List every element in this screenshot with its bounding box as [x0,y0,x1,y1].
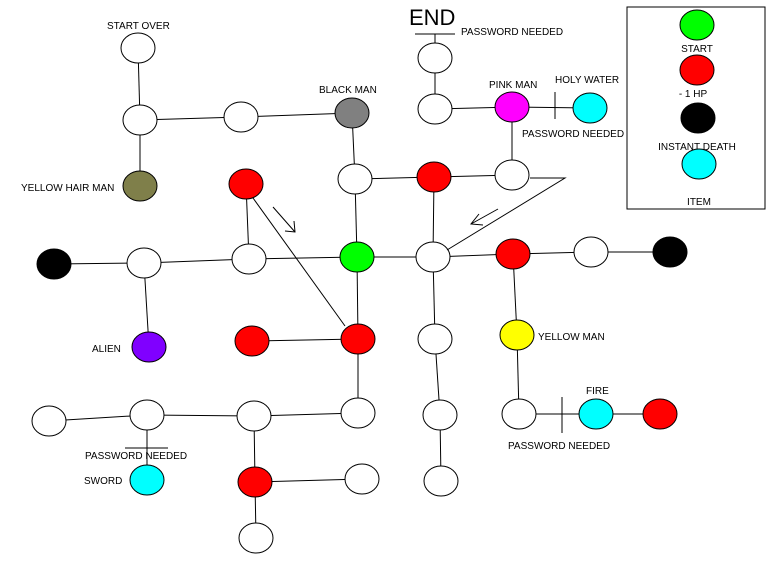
room-node-empty [415,241,451,273]
room-node-empty [340,397,376,429]
room-node-empty [126,247,162,279]
room-node-item [578,398,614,430]
room-node-hp [495,238,531,270]
room-node-empty [417,323,453,355]
start-over-label: START OVER [107,21,170,32]
room-node-empty [494,159,530,191]
connection-line [143,258,250,264]
yellow-hair-man-label: YELLOW HAIR MAN [21,183,114,194]
legend-death-label: INSTANT DEATH [658,142,736,153]
room-node-empty [417,42,453,74]
room-node-empty [223,101,259,133]
rooms [31,32,688,554]
yellow-man-label: YELLOW MAN [538,332,605,343]
connection-line [251,338,359,342]
room-node-empty [573,236,609,268]
password-end-label: PASSWORD NEEDED [461,27,563,38]
legend-hp-label: - 1 HP [679,89,708,100]
arrow-icon-down-left [470,208,499,226]
room-node-empty [344,463,380,495]
connection-line [146,414,255,417]
shortcut-line-left [252,197,346,327]
arrow-icon-down-right [272,206,296,233]
room-node-empty [122,104,158,136]
room-node-start [339,241,375,273]
legend-death-icon [680,102,716,134]
legend-item-icon [681,148,717,180]
legend-start-icon [679,9,715,41]
sword-label: SWORD [84,476,122,487]
room-node-death [36,248,72,280]
room-node-death [652,236,688,268]
password-holy-water-label: PASSWORD NEEDED [522,129,624,140]
fire-label: FIRE [586,386,609,397]
legend-hp-icon [679,54,715,86]
room-node-alien [131,331,167,363]
room-node-hp [228,168,264,200]
shortcut-line-right [446,177,567,251]
room-node-empty [417,93,453,125]
room-node-empty [501,398,537,430]
room-node-hp [234,325,270,357]
room-node-black-man [334,97,370,129]
alien-label: ALIEN [92,344,121,355]
black-man-label: BLACK MAN [319,85,377,96]
room-node-item [572,92,608,124]
room-node-empty [120,32,156,64]
room-node-hp [237,466,273,498]
room-node-hp [340,323,376,355]
room-node-yellow-man [499,319,535,351]
room-node-empty [31,405,67,437]
room-node-empty [238,522,274,554]
room-node-empty [236,400,272,432]
connection-line [254,478,363,483]
room-node-empty [422,399,458,431]
room-node-item [129,464,165,496]
room-node-hp [642,398,678,430]
room-node-empty [337,163,373,195]
end-label: END [409,5,455,30]
legend: START - 1 HP INSTANT DEATH ITEM [626,6,766,210]
legend-item-label: ITEM [687,197,711,208]
room-node-yellow-hair-man [122,170,158,202]
room-node-empty [423,465,459,497]
room-node-pink-man [494,91,530,123]
holy-water-label: HOLY WATER [555,75,619,86]
pink-man-label: PINK MAN [489,80,537,91]
legend-start-label: START [681,44,713,55]
room-node-empty [231,243,267,275]
connection-line [240,112,353,118]
password-fire-label: PASSWORD NEEDED [508,441,610,452]
room-node-hp [416,161,452,193]
password-sword-label: PASSWORD NEEDED [85,451,187,462]
connection-line [248,256,358,260]
room-node-empty [129,399,165,431]
